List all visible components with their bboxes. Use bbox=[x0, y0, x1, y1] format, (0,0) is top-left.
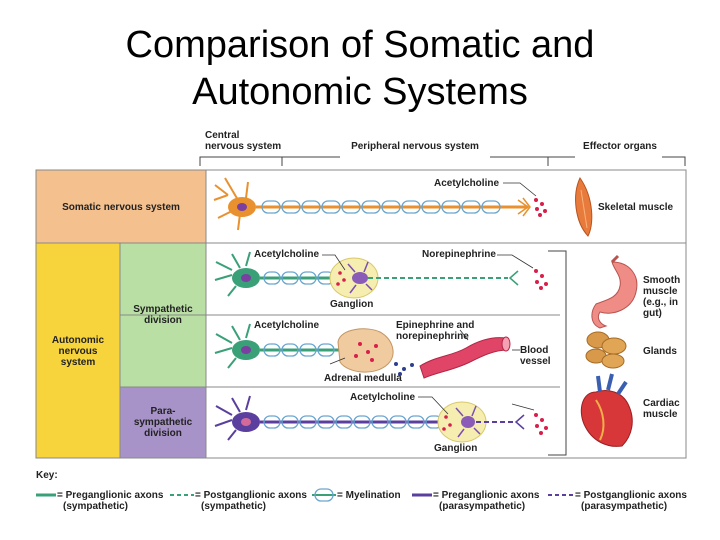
key-item-preganglionic-parasympathetic: = Preganglionic axons (parasympathetic) bbox=[433, 490, 540, 512]
pns-header: Peripheral nervous system bbox=[351, 141, 479, 152]
somatic-panel bbox=[36, 170, 206, 243]
blood-vessel-label: Blood vessel bbox=[520, 345, 551, 367]
header-brackets bbox=[199, 156, 686, 166]
stomach-icon bbox=[591, 254, 638, 329]
smooth-muscle-label: Smooth muscle (e.g., in gut) bbox=[643, 275, 681, 319]
parasympathetic-neuron bbox=[214, 395, 548, 443]
key-item-myelination: = Myelination bbox=[337, 490, 401, 501]
ach-adrenal-label: Acetylcholine bbox=[254, 320, 320, 331]
adrenal-medulla-icon bbox=[329, 328, 394, 373]
blood-vessel-icon bbox=[394, 329, 520, 379]
slide-title: Comparison of Somatic and Autonomic Syst… bbox=[0, 22, 720, 116]
key-label: Key: bbox=[36, 470, 58, 481]
parasympathetic-panel bbox=[120, 387, 206, 458]
sympathetic-neuron bbox=[214, 251, 548, 299]
cns-header: Central nervous system bbox=[205, 130, 282, 152]
norepinephrine-label: Norepinephrine bbox=[422, 249, 496, 260]
skeletal-muscle-label: Skeletal muscle bbox=[598, 202, 674, 213]
key-item-preganglionic-sympathetic: = Preganglionic axons (sympathetic) bbox=[57, 490, 164, 512]
glands-label: Glands bbox=[643, 346, 677, 357]
somatic-neuron bbox=[213, 177, 547, 231]
epinephrine-label: Epinephrine and norepinephrine bbox=[396, 320, 475, 342]
key-swatches bbox=[36, 488, 574, 502]
title-line-1: Comparison of Somatic and bbox=[125, 24, 595, 66]
glands-icon bbox=[585, 331, 627, 369]
ach-sympathetic-label: Acetylcholine bbox=[254, 249, 320, 260]
effector-header: Effector organs bbox=[583, 141, 657, 152]
somatic-label: Somatic nervous system bbox=[62, 202, 180, 213]
autonomic-effector-bracket bbox=[548, 250, 567, 456]
heart-icon bbox=[580, 373, 633, 447]
autonomic-label: Autonomic nervous system bbox=[51, 335, 105, 368]
ganglion-sympathetic-label: Ganglion bbox=[330, 299, 374, 310]
adrenal-medulla-label: Adrenal medulla bbox=[324, 373, 402, 384]
ganglion-parasympathetic-label: Ganglion bbox=[434, 443, 478, 454]
sympathetic-label: Sympathetic division bbox=[133, 304, 193, 326]
key-item-postganglionic-sympathetic: = Postganglionic axons (sympathetic) bbox=[195, 490, 307, 512]
adrenal-neuron bbox=[214, 323, 345, 369]
key-myelination-swatch bbox=[312, 488, 336, 502]
autonomic-panel bbox=[36, 243, 120, 458]
parasympathetic-label: Para- sympathetic division bbox=[133, 406, 193, 439]
title-line-2: Autonomic Systems bbox=[192, 71, 528, 113]
cardiac-muscle-label: Cardiac muscle bbox=[643, 398, 680, 420]
ach-parasympathetic-label: Acetylcholine bbox=[350, 392, 416, 403]
ach-somatic-label: Acetylcholine bbox=[434, 178, 500, 189]
skeletal-muscle-icon bbox=[575, 177, 593, 237]
key-item-postganglionic-parasympathetic: = Postganglionic axons (parasympathetic) bbox=[575, 490, 687, 512]
